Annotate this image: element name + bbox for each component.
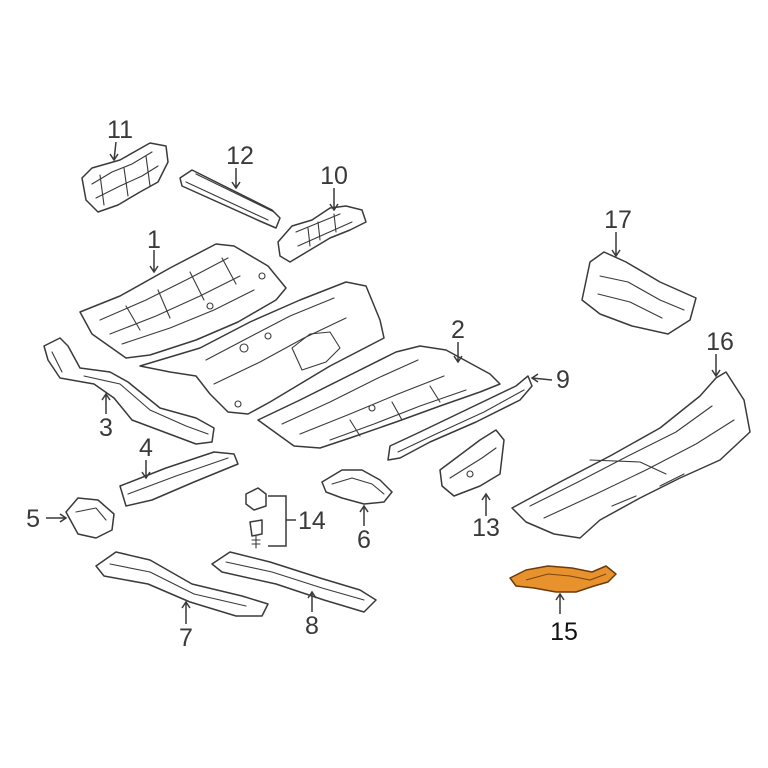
part-4-shape[interactable] xyxy=(119,451,239,507)
part-17-shape[interactable] xyxy=(581,251,697,335)
callout-10: 10 xyxy=(320,162,348,190)
callout-2: 2 xyxy=(451,316,465,344)
callout-8: 8 xyxy=(305,612,319,640)
callout-3: 3 xyxy=(99,414,113,442)
part-9-shape[interactable] xyxy=(387,375,533,461)
callout-11: 11 xyxy=(107,116,133,144)
callout-label-2: 2 xyxy=(451,316,465,344)
callout-4: 4 xyxy=(139,434,153,462)
part-5-shape[interactable] xyxy=(65,497,115,539)
part-11-shape[interactable] xyxy=(81,142,169,213)
callout-label-9: 9 xyxy=(556,366,570,394)
part-1-shape[interactable] xyxy=(79,243,287,359)
callout-label-12: 12 xyxy=(226,142,254,170)
callout-label-5: 5 xyxy=(26,505,40,533)
callout-label-14: 14 xyxy=(298,507,326,535)
part-6-shape[interactable] xyxy=(321,469,393,505)
callout-13: 13 xyxy=(472,514,500,542)
part-10-shape[interactable] xyxy=(277,205,367,263)
callout-label-13: 13 xyxy=(472,514,500,542)
callout-14: 14 xyxy=(298,507,326,535)
callout-label-8: 8 xyxy=(305,612,319,640)
callout-label-16: 16 xyxy=(706,328,734,356)
part-16-shape[interactable] xyxy=(511,371,751,539)
callout-label-6: 6 xyxy=(357,526,371,554)
callout-9: 9 xyxy=(556,366,570,394)
callout-16: 16 xyxy=(706,328,734,356)
part-13-shape[interactable] xyxy=(439,429,505,497)
callout-label-10: 10 xyxy=(320,162,348,190)
center-floor-shape xyxy=(139,281,385,415)
part-2-shape[interactable] xyxy=(257,345,501,449)
callout-15: 15 xyxy=(550,618,578,646)
leader-lines xyxy=(46,141,721,624)
callout-label-7: 7 xyxy=(179,624,193,652)
part-3-shape[interactable] xyxy=(43,337,215,445)
callout-7: 7 xyxy=(179,624,193,652)
part-12-shape[interactable] xyxy=(179,169,281,229)
part-8-shape[interactable] xyxy=(211,551,377,613)
callout-label-3: 3 xyxy=(99,414,113,442)
callout-label-17: 17 xyxy=(604,206,632,234)
callout-1: 1 xyxy=(147,226,161,254)
part-7-shape[interactable] xyxy=(95,551,269,617)
part-15-shape[interactable] xyxy=(509,565,617,593)
callout-label-1: 1 xyxy=(147,226,161,254)
callout-label-11: 11 xyxy=(107,116,133,144)
part-14-fasteners[interactable] xyxy=(245,487,267,549)
callout-5: 5 xyxy=(26,505,40,533)
callout-17: 17 xyxy=(604,206,632,234)
callout-label-4: 4 xyxy=(139,434,153,462)
callout-label-15: 15 xyxy=(550,618,578,646)
callout-6: 6 xyxy=(357,526,371,554)
callout-12: 12 xyxy=(226,142,254,170)
